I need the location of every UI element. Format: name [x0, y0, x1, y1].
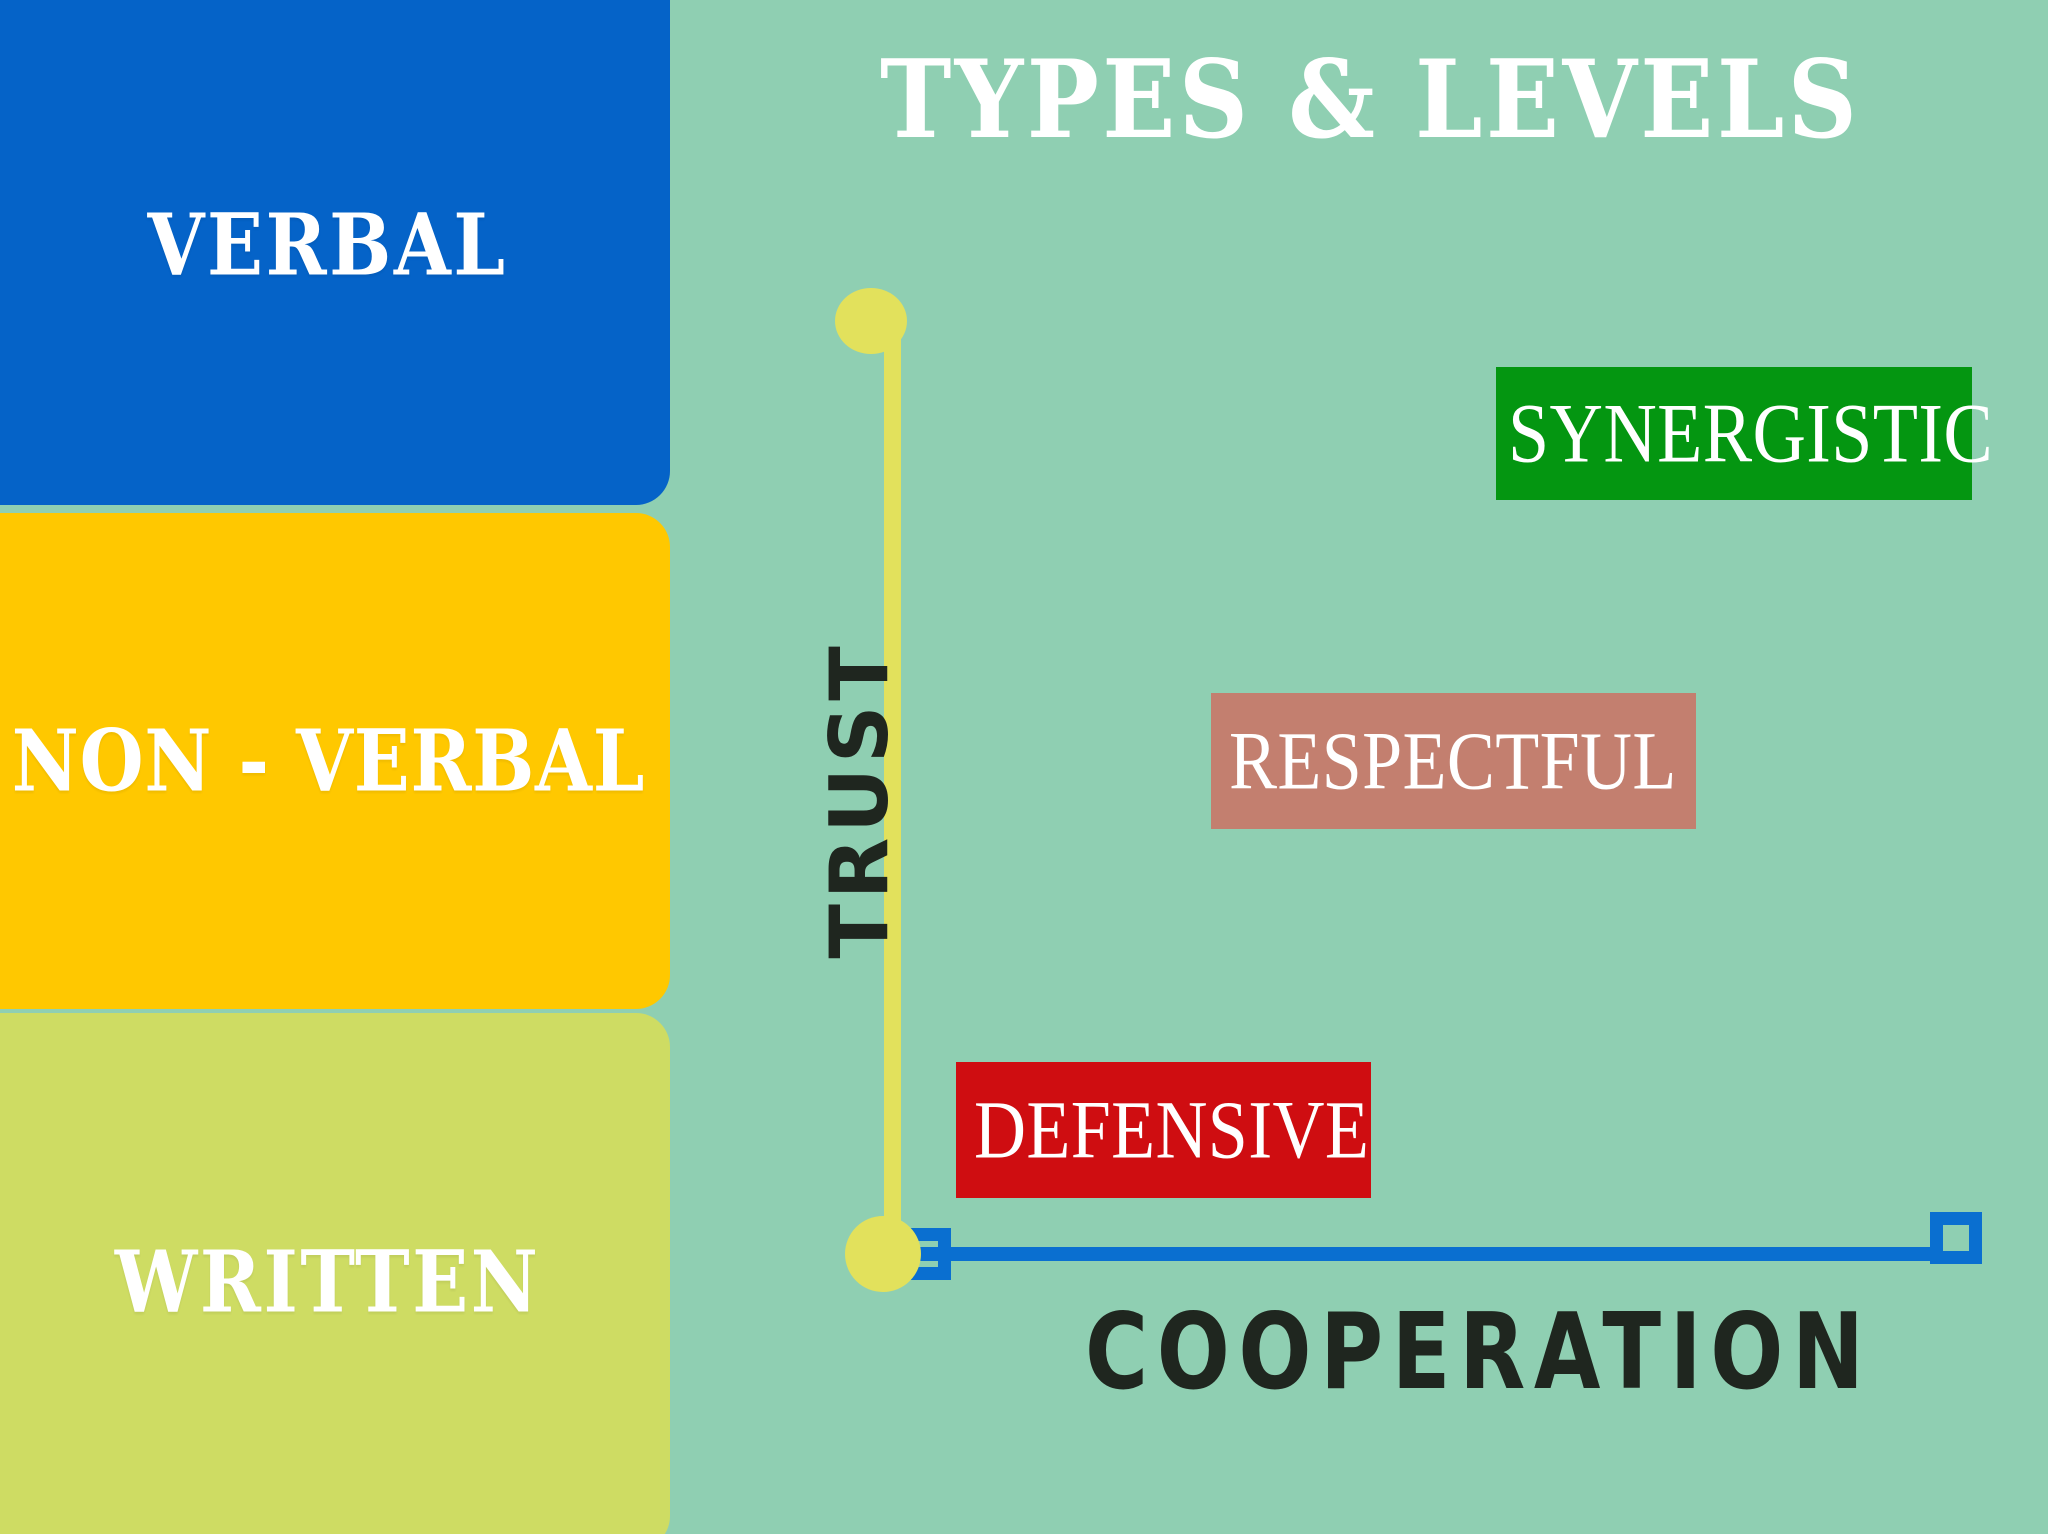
trust-axis-line: [884, 318, 901, 1262]
level-tag-synergistic-label: SYNERGISTIC: [1508, 386, 1994, 481]
type-block-written-label: WRITTEN: [115, 1230, 541, 1332]
level-tag-defensive[interactable]: DEFENSIVE: [956, 1062, 1371, 1198]
type-block-verbal-label: VERBAL: [147, 193, 509, 295]
level-tag-defensive-label: DEFENSIVE: [974, 1084, 1370, 1176]
axis-label-trust: TRUST: [813, 641, 906, 959]
type-block-non-verbal[interactable]: NON - VERBAL: [0, 513, 670, 1009]
type-block-non-verbal-label: NON - VERBAL: [11, 710, 645, 811]
cooperation-axis-line: [900, 1247, 1943, 1261]
axis-label-cooperation: COOPERATION: [1085, 1291, 1873, 1414]
level-tag-respectful[interactable]: RESPECTFUL: [1211, 693, 1696, 829]
type-block-written[interactable]: WRITTEN: [0, 1013, 670, 1534]
page-title: TYPES & LEVELS: [880, 36, 1861, 163]
axis-origin-dot-icon: [845, 1216, 921, 1292]
type-block-verbal[interactable]: VERBAL: [0, 0, 670, 505]
level-tag-respectful-label: RESPECTFUL: [1229, 715, 1677, 807]
level-tag-synergistic[interactable]: SYNERGISTIC: [1496, 367, 1993, 500]
cooperation-axis-end-marker-icon: [1930, 1212, 1982, 1264]
